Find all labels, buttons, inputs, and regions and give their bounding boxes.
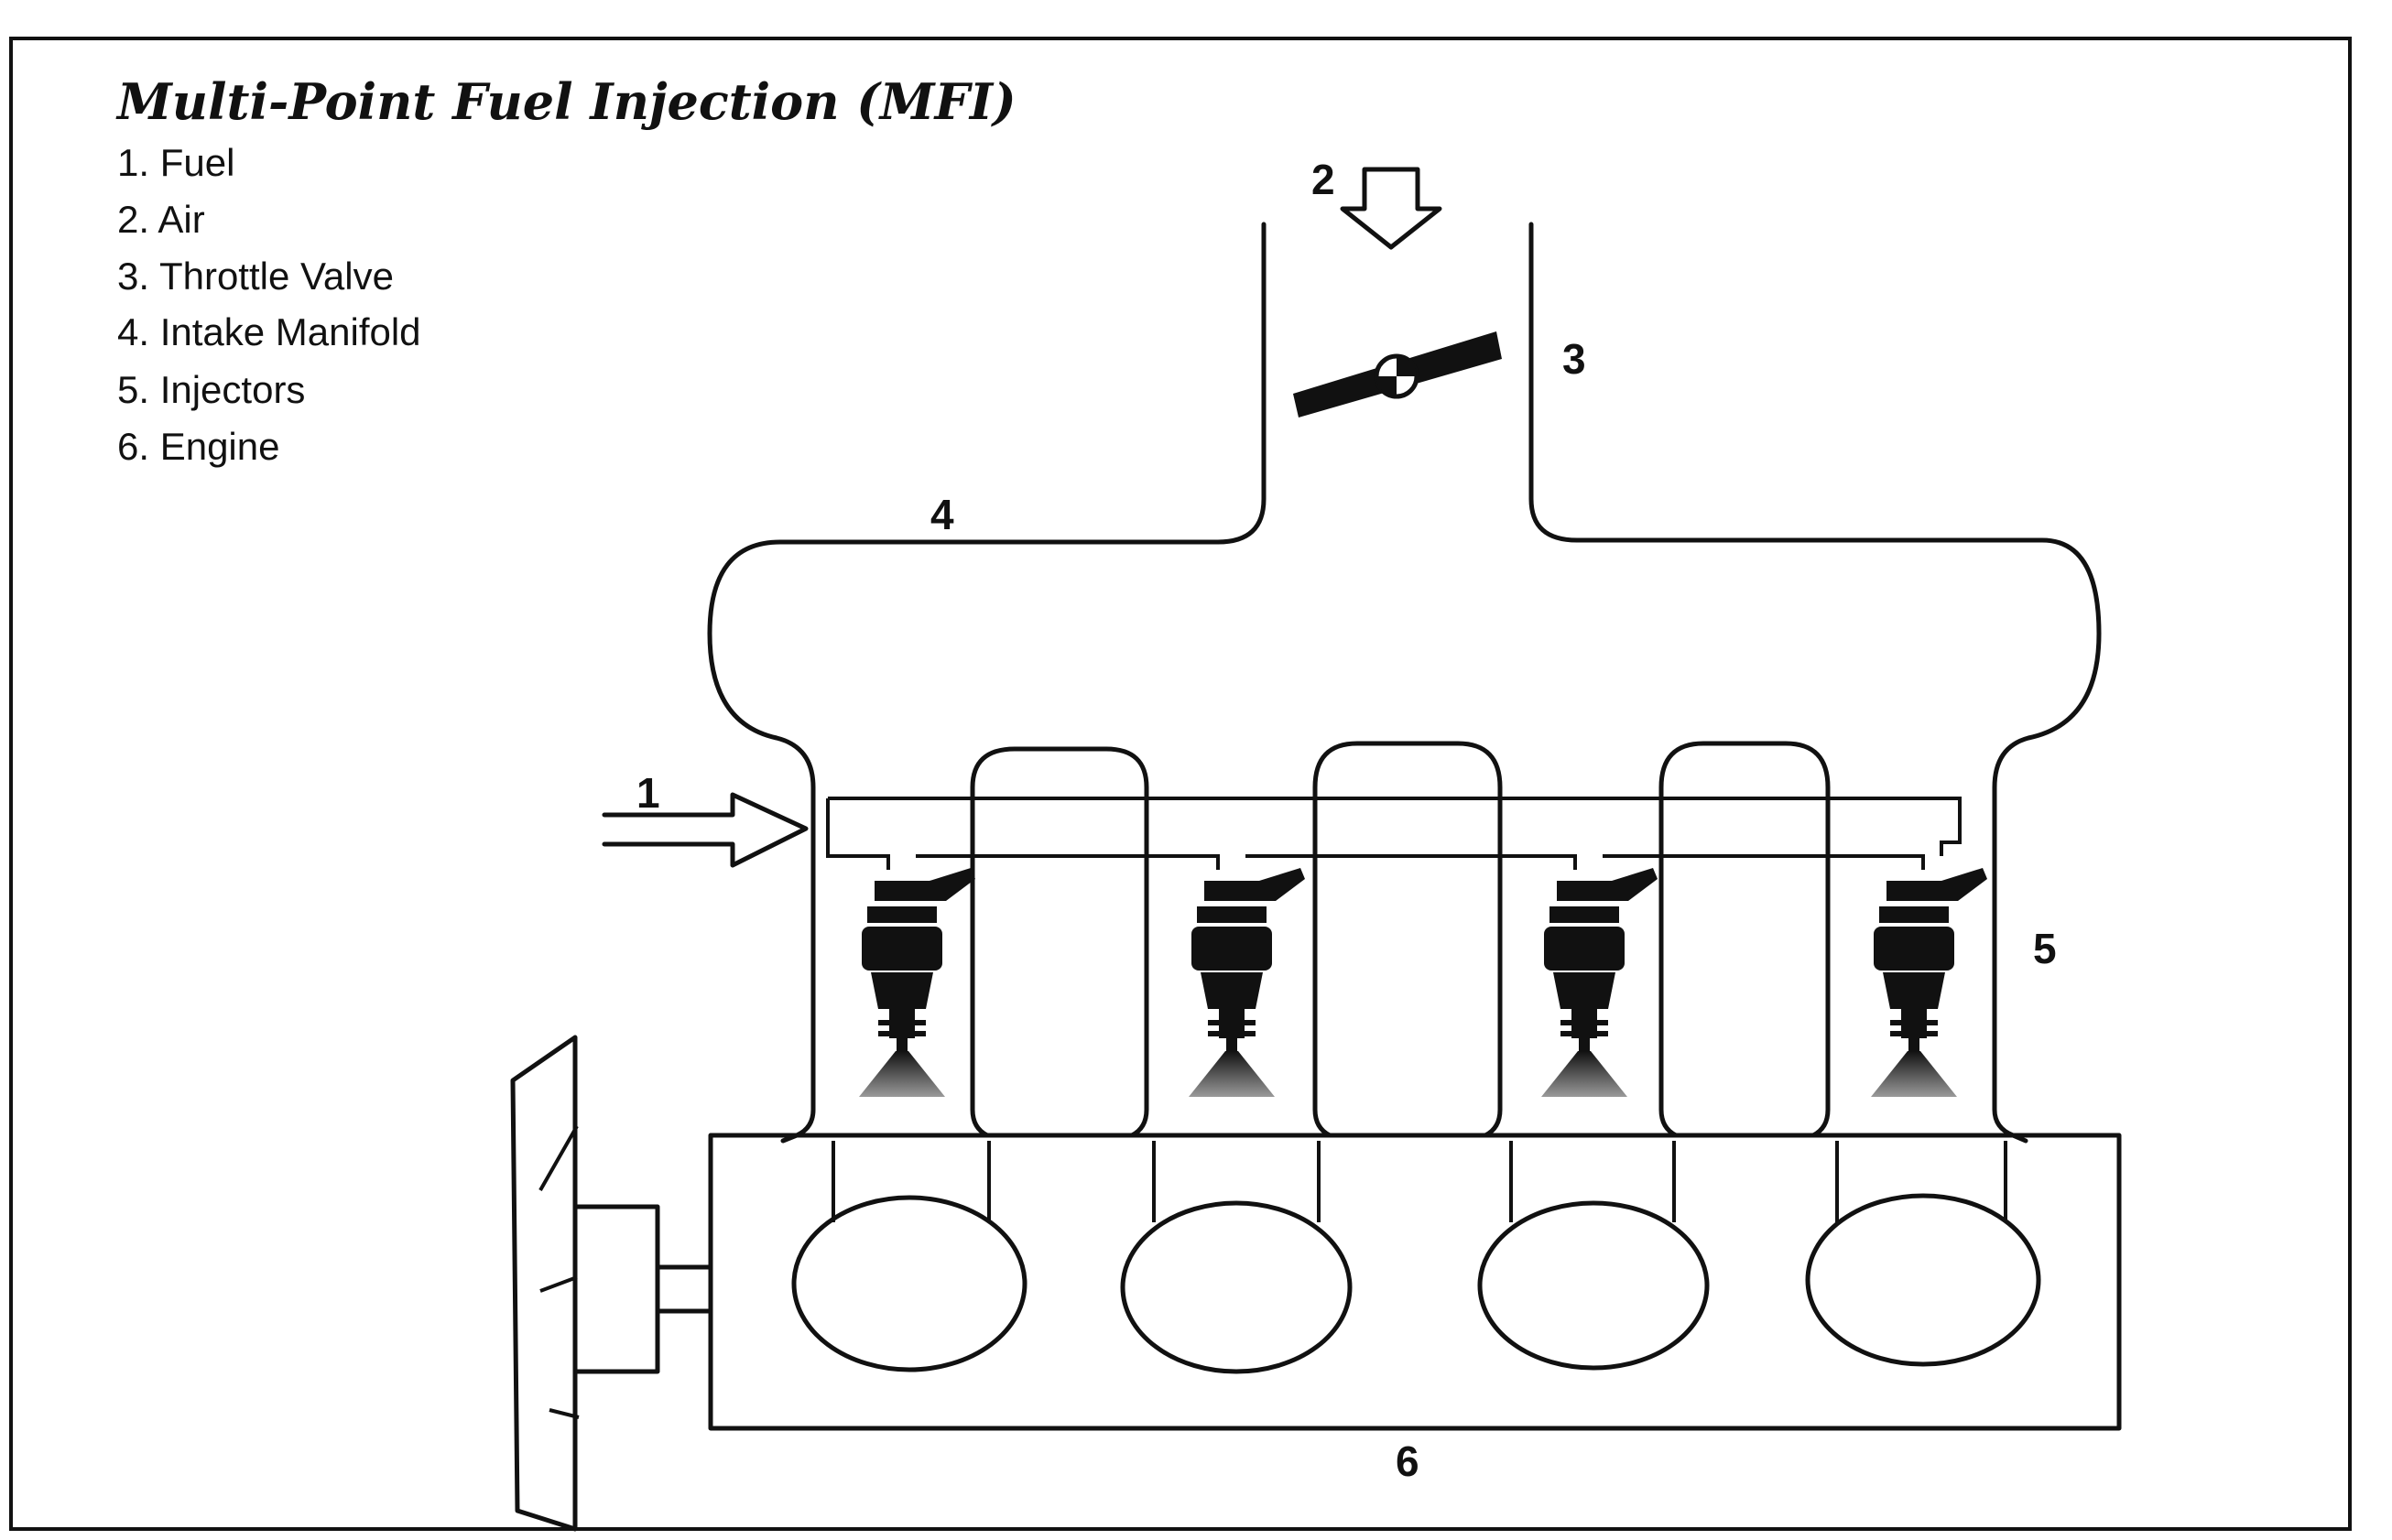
legend-item-air: 2. Air <box>117 198 205 241</box>
air-arrow-icon <box>1340 167 1442 250</box>
fuel-spray-4 <box>1871 1051 1957 1097</box>
legend-item-fuel: 1. Fuel <box>117 141 234 184</box>
page-border <box>9 37 2352 1531</box>
legend-item-injectors: 5. Injectors <box>117 368 305 411</box>
callout-injectors: 5 <box>2033 925 2057 972</box>
diagram-title: Multi-Point Fuel Injection (MFI) <box>115 72 1017 131</box>
callout-fuel: 1 <box>636 769 660 817</box>
legend-item-manifold: 4. Intake Manifold <box>117 310 421 353</box>
injector-1-icon <box>862 868 975 1051</box>
legend: 1. Fuel 2. Air 3. Throttle Valve 4. Inta… <box>117 141 421 468</box>
runner-1-2 <box>970 746 1149 1138</box>
injector-2-icon <box>1191 868 1305 1051</box>
legend-item-throttle: 3. Throttle Valve <box>117 255 394 298</box>
intake-manifold-outline <box>707 222 2102 1144</box>
runner-3-4 <box>1658 741 1831 1138</box>
callout-engine: 6 <box>1396 1437 1419 1485</box>
injector-3-icon <box>1544 868 1658 1051</box>
crank-pulley <box>510 1035 713 1532</box>
cylinder-4 <box>1805 1141 2041 1367</box>
cylinder-3 <box>1477 1141 1710 1371</box>
callout-air: 2 <box>1311 156 1335 203</box>
engine-block <box>708 1133 2122 1431</box>
fuel-spray-2 <box>1189 1051 1275 1097</box>
fuel-arrow-icon <box>602 792 809 868</box>
injector-4-icon <box>1874 868 1987 1051</box>
fuel-rail <box>826 797 1962 870</box>
runner-2-3 <box>1312 741 1503 1138</box>
fuel-spray-3 <box>1541 1051 1627 1097</box>
cylinder-2 <box>1120 1141 1353 1374</box>
throttle-valve-icon <box>1293 331 1502 418</box>
cylinder-1 <box>791 1141 1027 1372</box>
callout-manifold: 4 <box>930 491 954 538</box>
callout-throttle: 3 <box>1562 335 1586 383</box>
fuel-spray-1 <box>859 1051 945 1097</box>
legend-item-engine: 6. Engine <box>117 425 279 468</box>
